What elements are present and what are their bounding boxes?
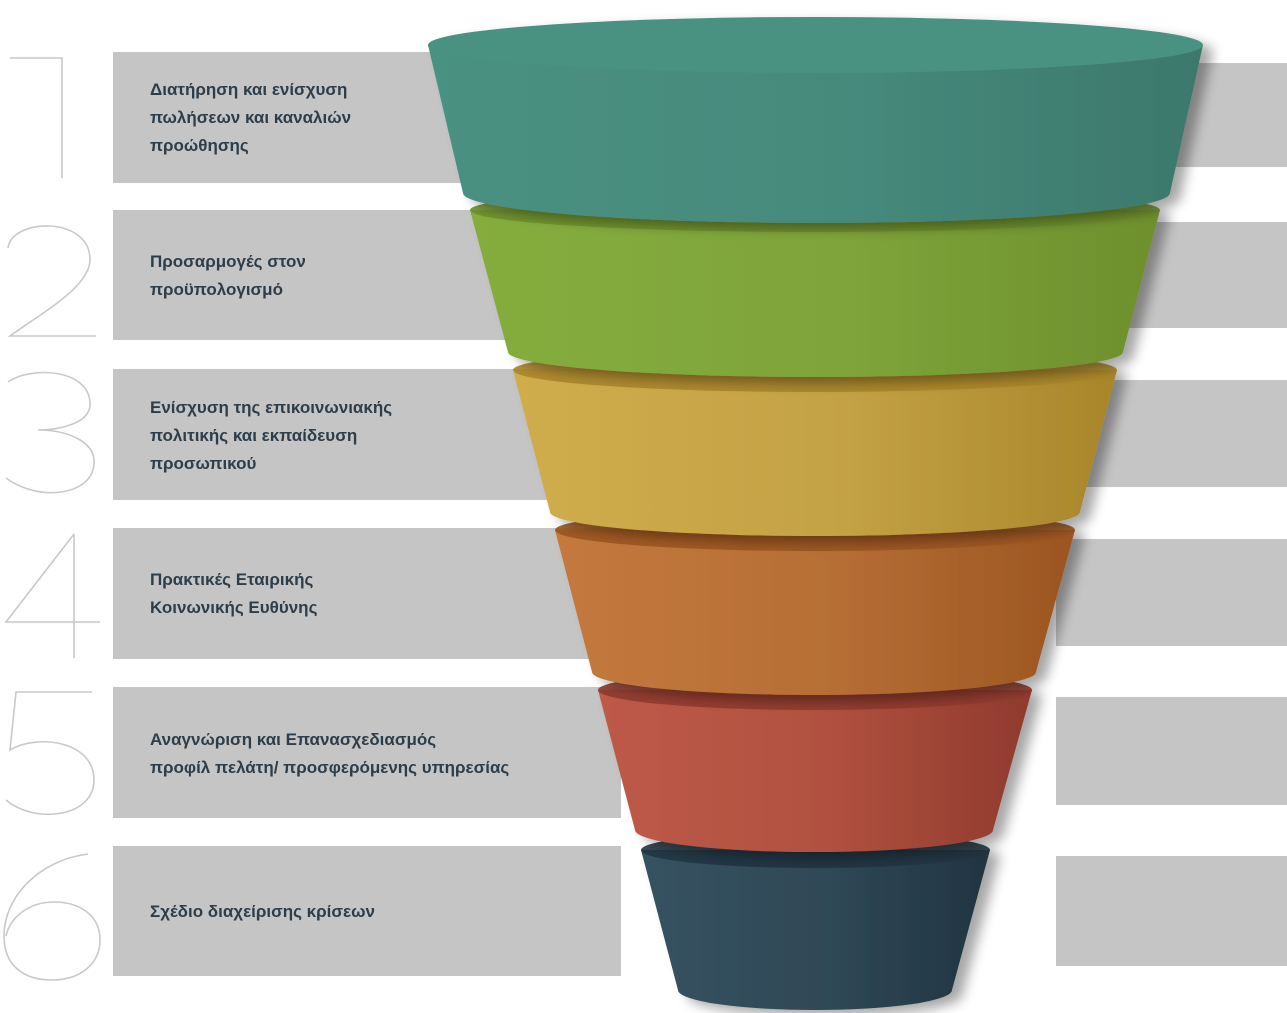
step-number-3: [5, 371, 95, 494]
step-number-6: [3, 853, 101, 981]
step-band-6: [113, 846, 621, 976]
step-number-5: [5, 691, 95, 816]
step-label-2: Προσαρμογές στον προϋπολογισμό: [150, 252, 306, 299]
step-band-right-6: [1056, 856, 1287, 966]
funnel-segment-1: [428, 17, 1203, 224]
funnel-segment-6: [641, 832, 990, 1010]
step-band-right-4: [1056, 539, 1287, 646]
step-number-1: [10, 57, 63, 178]
step-band-4: [113, 528, 621, 659]
step-label-6: Σχέδιο διαχείρισης κρίσεων: [150, 902, 375, 921]
step-number-4: [4, 533, 100, 658]
step-label-1: Διατήρηση και ενίσχυση πωλήσεων και κανα…: [150, 80, 352, 155]
step-label-4: Πρακτικές Εταιρικής Κοινωνικής Ευθύνης: [150, 570, 318, 617]
step-number-2: [7, 225, 96, 337]
funnel-segment-5: [598, 670, 1032, 852]
step-label-3: Ενίσχυση της επικοινωνιακής πολιτικής κα…: [150, 398, 393, 473]
step-band-right-5: [1056, 697, 1287, 805]
funnel-segment-4: [555, 509, 1075, 695]
step-band-5: [113, 687, 621, 818]
step-label-5: Αναγνώριση και Επανασχεδιασμός προφίλ πε…: [150, 730, 510, 777]
